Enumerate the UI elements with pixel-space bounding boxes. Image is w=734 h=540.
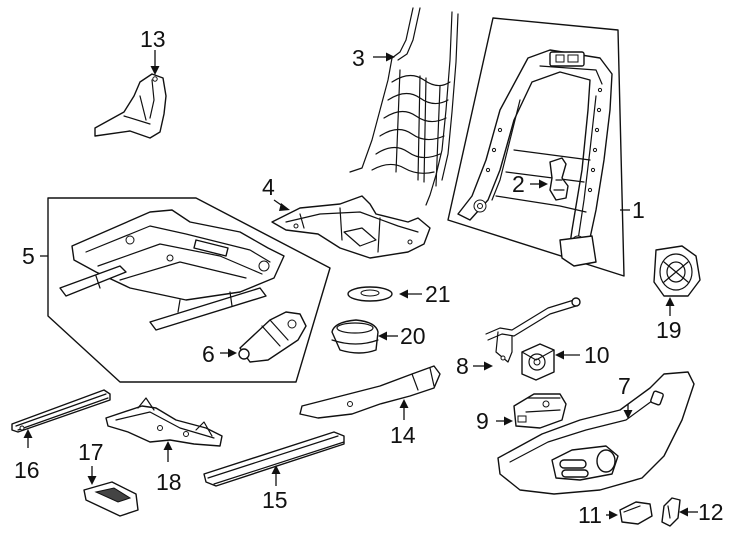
leader-13 (150, 50, 160, 75)
callout-6: 6 (202, 341, 215, 367)
part-14-inner-trim (299, 365, 441, 419)
callout-10: 10 (584, 342, 610, 368)
leader-20 (378, 331, 398, 341)
leader-7 (623, 404, 633, 419)
leader-15 (271, 465, 281, 486)
leader-10 (555, 350, 580, 360)
leader-18 (163, 441, 173, 462)
leader-6 (220, 348, 237, 358)
callout-1: 1 (632, 197, 645, 223)
part-12-lumbar-knob (661, 497, 681, 527)
part-11-switch-knob (619, 501, 653, 525)
part-15-track-cover (203, 431, 345, 487)
part-1-frame-box (447, 17, 625, 277)
leader-21 (399, 289, 422, 299)
part-10-control-module (521, 343, 555, 381)
part-7-side-trim-panel (497, 371, 695, 495)
callout-7: 7 (618, 373, 631, 399)
leader-16 (23, 429, 33, 448)
callout-15: 15 (262, 487, 288, 513)
callout-19: 19 (656, 317, 682, 343)
part-2-recliner-knob (549, 157, 569, 201)
part-3-lumbar-support (349, 7, 459, 206)
part-17-foot-cover (83, 481, 139, 517)
leader-8 (473, 361, 493, 371)
leader-14 (399, 399, 409, 420)
callout-3: 3 (352, 45, 365, 71)
leader-3 (373, 52, 395, 62)
callout-18: 18 (156, 469, 182, 495)
leader-9 (496, 416, 513, 426)
part-5-group-box (47, 197, 331, 383)
callout-17: 17 (78, 439, 104, 465)
part-1-seat-back-frame (457, 49, 613, 267)
leader-19 (665, 297, 675, 316)
part-5-seat-adjuster (59, 209, 285, 331)
leader-11 (606, 510, 618, 520)
part-6-adjuster-motor (238, 311, 307, 363)
callout-13: 13 (140, 26, 166, 52)
callout-11: 11 (578, 502, 602, 528)
callout-12: 12 (698, 499, 724, 525)
callout-8: 8 (456, 353, 469, 379)
part-4-seat-pan (271, 195, 431, 259)
part-21-washer (347, 286, 393, 302)
part-8-harness-bracket (485, 297, 581, 363)
callout-4: 4 (262, 174, 275, 200)
leader-12 (679, 507, 698, 517)
part-9-seat-switch (513, 393, 567, 429)
part-16-track-rail (11, 389, 111, 433)
part-20-cable-guide (331, 319, 379, 354)
callout-20: 20 (400, 323, 426, 349)
callout-21: 21 (425, 281, 451, 307)
part-18-track-bracket (105, 397, 223, 447)
part-13-side-shield (94, 73, 167, 139)
callout-2: 2 (512, 171, 525, 197)
callout-14: 14 (390, 422, 416, 448)
callout-5: 5 (22, 243, 35, 269)
part-19-speaker-module (653, 245, 701, 297)
leader-17 (87, 466, 97, 485)
callout-16: 16 (14, 457, 40, 483)
leader-2 (530, 179, 548, 189)
leader-4 (273, 199, 290, 211)
callout-9: 9 (476, 408, 489, 434)
